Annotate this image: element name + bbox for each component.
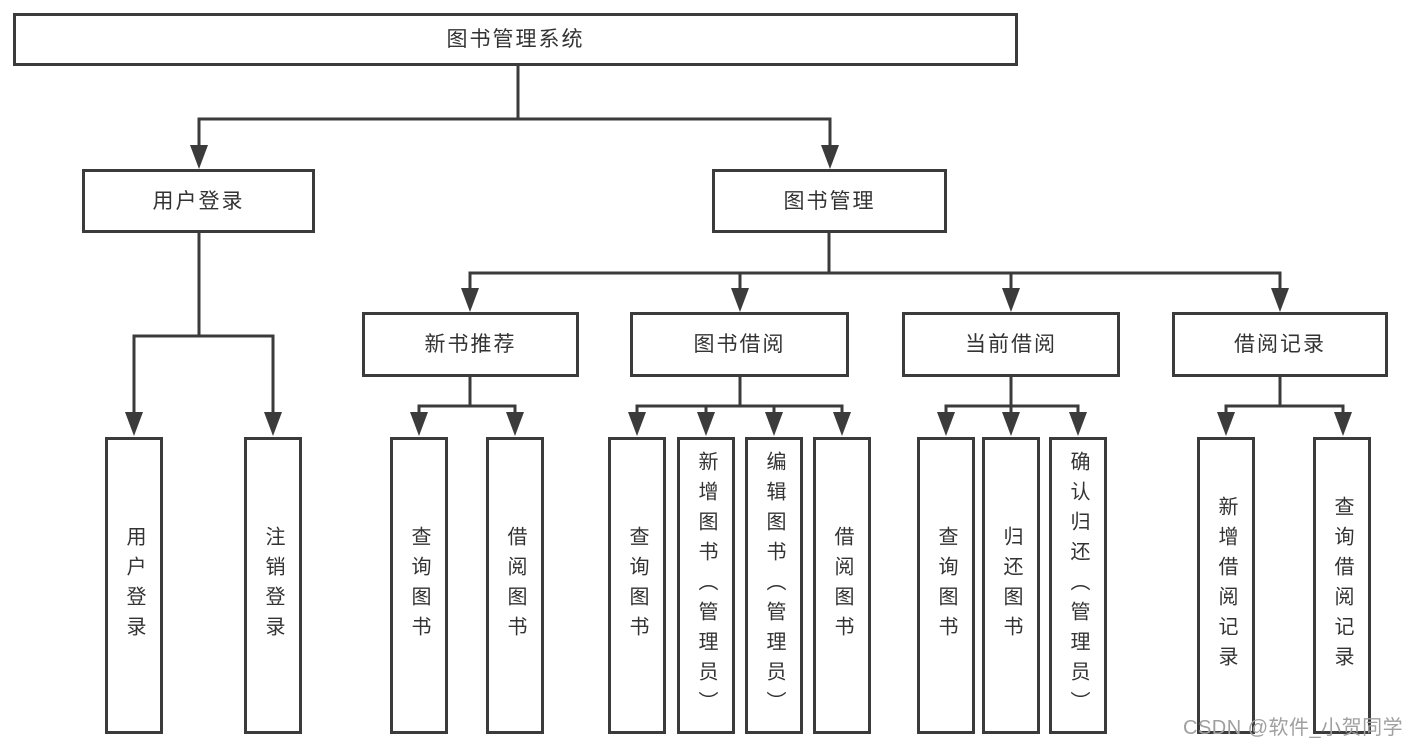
node-user-login: 用户登录 — [82, 169, 315, 233]
leaf-borrow-books-recommendation-label: 借阅图书 — [504, 525, 526, 646]
connector-new-book-recommendation-to-children — [410, 375, 524, 436]
leaf-query-books-recommendation: 查询图书 — [390, 437, 448, 734]
node-root-label: 图书管理系统 — [446, 28, 585, 51]
arrowhead — [410, 412, 428, 436]
leaf-query-books-current: 查询图书 — [917, 437, 975, 734]
node-new-book-recommendation-label: 新书推荐 — [424, 333, 517, 356]
node-borrowing-records: 借阅记录 — [1172, 312, 1388, 377]
node-borrowing-records-label: 借阅记录 — [1234, 333, 1326, 356]
arrowhead — [1002, 288, 1020, 312]
leaf-return-books: 归还图书 — [982, 437, 1040, 734]
arrowhead — [937, 412, 955, 436]
leaf-user-login: 用户登录 — [105, 437, 163, 734]
arrowhead — [821, 145, 839, 169]
leaf-user-login-label: 用户登录 — [123, 525, 145, 646]
arrowhead — [190, 145, 208, 169]
csdn-watermark: CSDN @软件_小贺同学 — [1183, 717, 1404, 739]
node-user-login-label: 用户登录 — [152, 189, 245, 213]
leaf-add-borrow-record: 新增借阅记录 — [1197, 437, 1255, 734]
arrowhead — [461, 288, 479, 312]
connector-user-login-to-children — [125, 231, 282, 436]
leaf-query-books-recommendation-label: 查询图书 — [408, 525, 430, 646]
leaf-confirm-return-admin: 确认归还（管理员） — [1049, 437, 1107, 734]
node-current-borrowing-label: 当前借阅 — [965, 333, 1057, 356]
node-root: 图书管理系统 — [13, 13, 1018, 66]
leaf-logout: 注销登录 — [244, 437, 302, 734]
arrowhead — [1002, 412, 1020, 436]
leaf-add-book-admin: 新增图书（管理员） — [677, 437, 735, 734]
leaf-borrow-books-recommendation: 借阅图书 — [486, 437, 544, 734]
connector-book-borrowing-to-children — [628, 375, 851, 436]
node-book-borrowing-label: 图书借阅 — [693, 333, 786, 356]
arrowhead — [1334, 412, 1352, 436]
leaf-query-borrow-record-label: 查询借阅记录 — [1331, 495, 1353, 676]
node-new-book-recommendation: 新书推荐 — [362, 312, 579, 377]
leaf-add-borrow-record-label: 新增借阅记录 — [1215, 495, 1237, 676]
leaf-borrow-books-borrowing: 借阅图书 — [813, 437, 871, 734]
node-book-management-label: 图书管理 — [783, 189, 876, 213]
leaf-confirm-return-admin-label: 确认归还（管理员） — [1067, 450, 1089, 721]
leaf-borrow-books-borrowing-label: 借阅图书 — [831, 525, 853, 646]
arrowhead — [697, 412, 715, 436]
arrowhead — [506, 412, 524, 436]
arrowhead — [1271, 288, 1289, 312]
leaf-return-books-label: 归还图书 — [1000, 525, 1022, 646]
leaf-logout-label: 注销登录 — [262, 525, 284, 646]
connector-root-to-level2 — [190, 64, 839, 169]
node-current-borrowing: 当前借阅 — [902, 312, 1120, 377]
connector-current-borrowing-to-children — [937, 375, 1087, 436]
arrowhead — [125, 412, 143, 436]
leaf-edit-book-admin: 编辑图书（管理员） — [745, 437, 803, 734]
leaf-add-book-admin-label: 新增图书（管理员） — [695, 450, 717, 721]
leaf-query-books-borrowing-label: 查询图书 — [626, 525, 648, 646]
arrowhead — [1217, 412, 1235, 436]
leaf-query-books-current-label: 查询图书 — [935, 525, 957, 646]
leaf-query-books-borrowing: 查询图书 — [608, 437, 666, 734]
connector-book-management-to-level3 — [461, 231, 1289, 312]
node-book-management: 图书管理 — [712, 169, 947, 233]
arrowhead — [765, 412, 783, 436]
arrowhead — [1069, 412, 1087, 436]
arrowhead — [264, 412, 282, 436]
arrowhead — [731, 288, 749, 312]
node-book-borrowing: 图书借阅 — [630, 312, 849, 377]
leaf-query-borrow-record: 查询借阅记录 — [1313, 437, 1371, 734]
arrowhead — [628, 412, 646, 436]
leaf-edit-book-admin-label: 编辑图书（管理员） — [763, 450, 785, 721]
arrowhead — [833, 412, 851, 436]
connector-borrowing-records-to-children — [1217, 375, 1352, 436]
